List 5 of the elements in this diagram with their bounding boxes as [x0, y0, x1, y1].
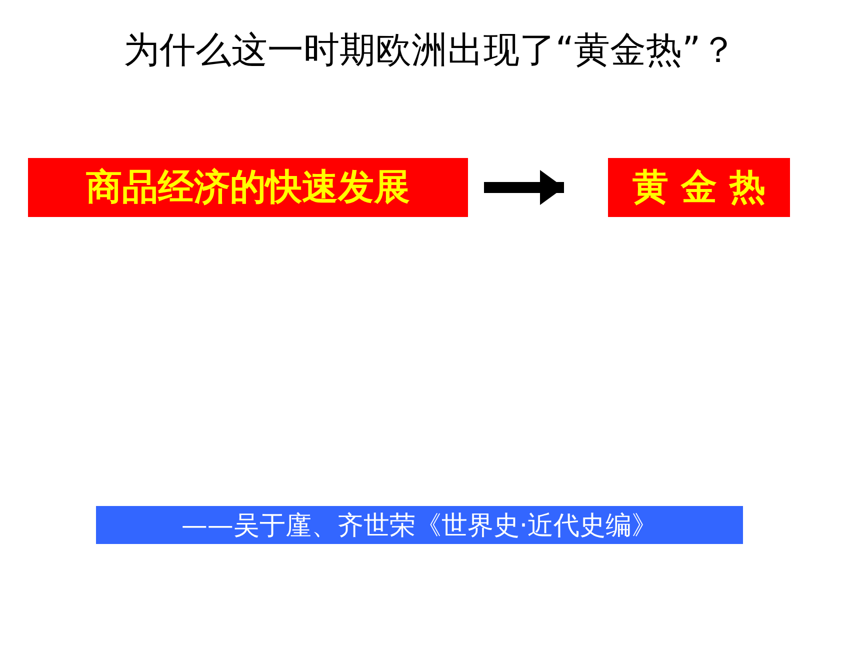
result-box: 黄 金 热	[608, 158, 790, 217]
block-arrow	[484, 170, 564, 206]
cause-box: 商品经济的快速发展	[28, 158, 468, 217]
source-band: ——吴于廑、齐世荣《世界史·近代史编》	[96, 506, 743, 544]
title: 为什么这一时期欧洲出现了“黄金热”？	[122, 29, 738, 73]
